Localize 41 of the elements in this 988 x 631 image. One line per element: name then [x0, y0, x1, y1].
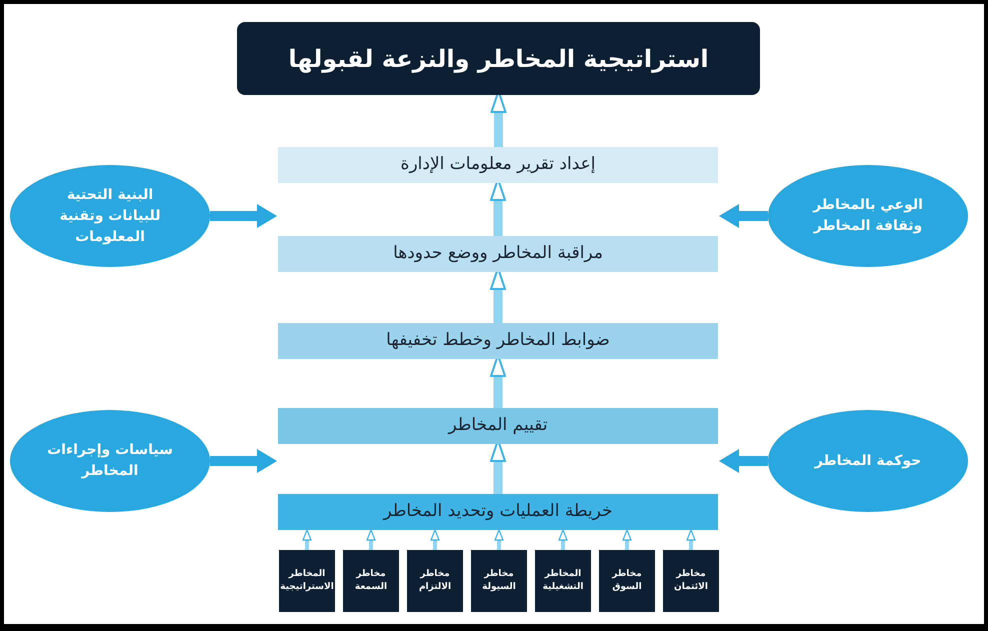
- arrow: [686, 529, 696, 550]
- node-text: المخاطر التشغيلية: [542, 568, 584, 594]
- arrow: [210, 204, 277, 228]
- risk-type-box: [599, 550, 655, 612]
- risk-type-box: [471, 550, 527, 612]
- node-text: ضوابط المخاطر وخطط تخفيفها: [386, 329, 610, 352]
- node-text: مخاطر السمعة: [354, 568, 388, 594]
- node-text: استراتيجية المخاطر والنزعة لقبولها: [288, 44, 709, 75]
- title-banner: [237, 22, 760, 95]
- arrow: [210, 449, 277, 473]
- node-text: خريطة العمليات وتحديد المخاطر: [383, 500, 613, 524]
- arrow: [622, 529, 632, 550]
- node-text: مراقبة المخاطر ووضع حدودها: [393, 242, 603, 266]
- risk-type-box: [279, 550, 335, 612]
- process-box: [278, 236, 718, 272]
- process-box: [278, 323, 718, 359]
- arrow: [719, 449, 768, 473]
- node-text: مخاطر الالتزام: [418, 568, 452, 594]
- arrow: [494, 529, 504, 550]
- process-box: [278, 147, 718, 183]
- node-text: مخاطر السوق: [610, 568, 643, 594]
- node-text: مخاطر الائتمان: [673, 568, 709, 594]
- risk-type-box: [343, 550, 399, 612]
- arrow: [366, 529, 376, 550]
- arrow: [719, 204, 768, 228]
- arrow: [302, 529, 312, 550]
- node-text: تقييم المخاطر: [448, 414, 548, 438]
- node-text: إعداد تقرير معلومات الإدارة: [400, 153, 596, 176]
- risk-type-box: [407, 550, 463, 612]
- risk-type-box: [535, 550, 591, 612]
- arrow: [430, 529, 440, 550]
- node-text: سياسات وإجراءات المخاطر: [46, 441, 174, 481]
- process-box: [278, 408, 718, 444]
- node-text: حوكمة المخاطر: [814, 452, 922, 470]
- node-text: مخاطر السيولة: [481, 568, 517, 594]
- node-text: البنية التحتية للبيانات وتقنية المعلومات: [58, 186, 162, 246]
- process-box: [278, 494, 718, 530]
- arrow: [558, 529, 568, 550]
- node-text: المخاطر الاستراتيجية: [280, 568, 334, 594]
- risk-type-box: [663, 550, 719, 612]
- node-text: الوعي بالمخاطر وثقافة المخاطر: [812, 196, 924, 236]
